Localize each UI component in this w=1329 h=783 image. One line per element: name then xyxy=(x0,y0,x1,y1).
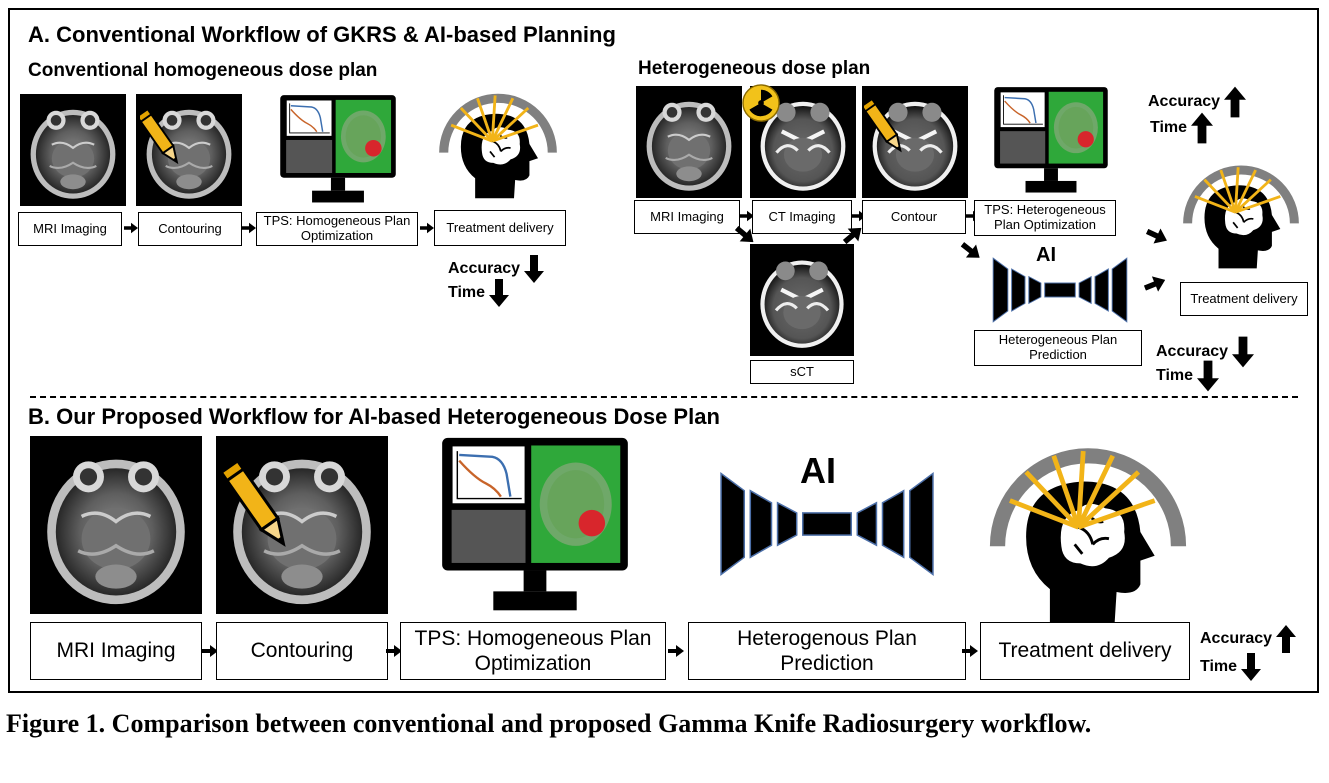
prop-step-mri: MRI Imaging xyxy=(30,622,202,680)
conv-time: Time xyxy=(448,278,509,308)
section-divider xyxy=(30,396,1298,398)
ai-label: AI xyxy=(1036,244,1056,266)
arrow-up-icon xyxy=(1224,86,1246,118)
het-prediction: Heterogeneous Plan Prediction xyxy=(974,330,1142,366)
conventional-title: Conventional homogeneous dose plan xyxy=(28,60,378,81)
monitor-dvh-icon xyxy=(270,94,406,206)
prop-step-tps: TPS: Homogeneous Plan Optimization xyxy=(400,622,666,680)
het-step-tps: TPS: Heterogeneous Plan Optimization xyxy=(974,200,1116,236)
arrow-right-icon xyxy=(962,644,978,658)
arrow-right-icon xyxy=(668,644,684,658)
mri-scan-icon xyxy=(636,86,742,198)
prop-accuracy: Accuracy xyxy=(1200,624,1296,654)
figure-caption: Figure 1. Comparison between conventiona… xyxy=(6,709,1092,738)
het-step-contour: Contour xyxy=(862,200,966,234)
ai-network-icon xyxy=(716,468,938,580)
arrow-down-icon xyxy=(524,254,544,284)
pencil-icon xyxy=(864,96,904,158)
prop-step-delivery: Treatment delivery xyxy=(980,622,1190,680)
mri-scan-icon xyxy=(30,436,202,614)
time-label: Time xyxy=(1156,367,1194,384)
conv-step-mri: MRI Imaging xyxy=(18,212,122,246)
conv-step-delivery: Treatment delivery xyxy=(434,210,566,246)
arrow-right-icon xyxy=(420,222,434,234)
monitor-dvh-icon xyxy=(432,436,638,616)
section-a-title: A. Conventional Workflow of GKRS & AI-ba… xyxy=(28,22,616,47)
arrow-down-icon xyxy=(1197,360,1219,392)
het-step-ct: CT Imaging xyxy=(752,200,852,234)
arrow-right-icon xyxy=(124,222,138,234)
accuracy-label: Accuracy xyxy=(1200,630,1273,647)
accuracy-label: Accuracy xyxy=(1148,93,1221,110)
head-brain-icon xyxy=(428,84,568,204)
het-accuracy-up: Accuracy xyxy=(1148,86,1246,118)
arrow-up-icon xyxy=(1191,112,1213,144)
arrow-down-icon xyxy=(1232,336,1254,368)
sct-scan-icon xyxy=(750,244,854,356)
figure-frame xyxy=(8,8,1319,693)
heterogeneous-title: Heterogeneous dose plan xyxy=(638,58,871,79)
prop-step-contouring: Contouring xyxy=(216,622,388,680)
accuracy-label: Accuracy xyxy=(448,260,521,277)
conv-accuracy: Accuracy xyxy=(448,254,544,284)
arrow-down-icon xyxy=(1241,652,1261,682)
ai-network-icon xyxy=(990,254,1130,326)
het-time-up: Time xyxy=(1150,112,1213,144)
mri-scan-icon xyxy=(20,94,126,206)
het-accuracy-down: Accuracy xyxy=(1156,336,1254,368)
section-b-title: B. Our Proposed Workflow for AI-based He… xyxy=(28,404,720,429)
arrow-down-icon xyxy=(489,278,509,308)
arrow-right-icon xyxy=(242,222,256,234)
pencil-icon xyxy=(140,106,180,170)
time-label: Time xyxy=(1150,119,1188,136)
sct-label: sCT xyxy=(750,360,854,384)
conv-step-tps: TPS: Homogeneous Plan Optimization xyxy=(256,212,418,246)
het-time-down: Time xyxy=(1156,360,1219,392)
monitor-dvh-icon xyxy=(990,86,1112,196)
time-label: Time xyxy=(1200,658,1238,675)
arrow-up-icon xyxy=(1276,624,1296,654)
head-brain-icon xyxy=(1172,156,1310,274)
time-label: Time xyxy=(448,284,486,301)
head-brain-icon xyxy=(968,432,1208,632)
het-delivery: Treatment delivery xyxy=(1180,282,1308,316)
het-step-mri: MRI Imaging xyxy=(634,200,740,234)
pencil-icon xyxy=(222,456,292,556)
ct-scan-icon xyxy=(862,86,968,198)
ai-label: AI xyxy=(800,450,836,491)
mri-scan-icon xyxy=(216,436,388,614)
radiation-icon xyxy=(742,84,780,122)
prop-step-prediction: Heterogenous Plan Prediction xyxy=(688,622,966,680)
conv-step-contouring: Contouring xyxy=(138,212,242,246)
mri-scan-icon xyxy=(136,94,242,206)
prop-time: Time xyxy=(1200,652,1261,682)
accuracy-label: Accuracy xyxy=(1156,343,1229,360)
